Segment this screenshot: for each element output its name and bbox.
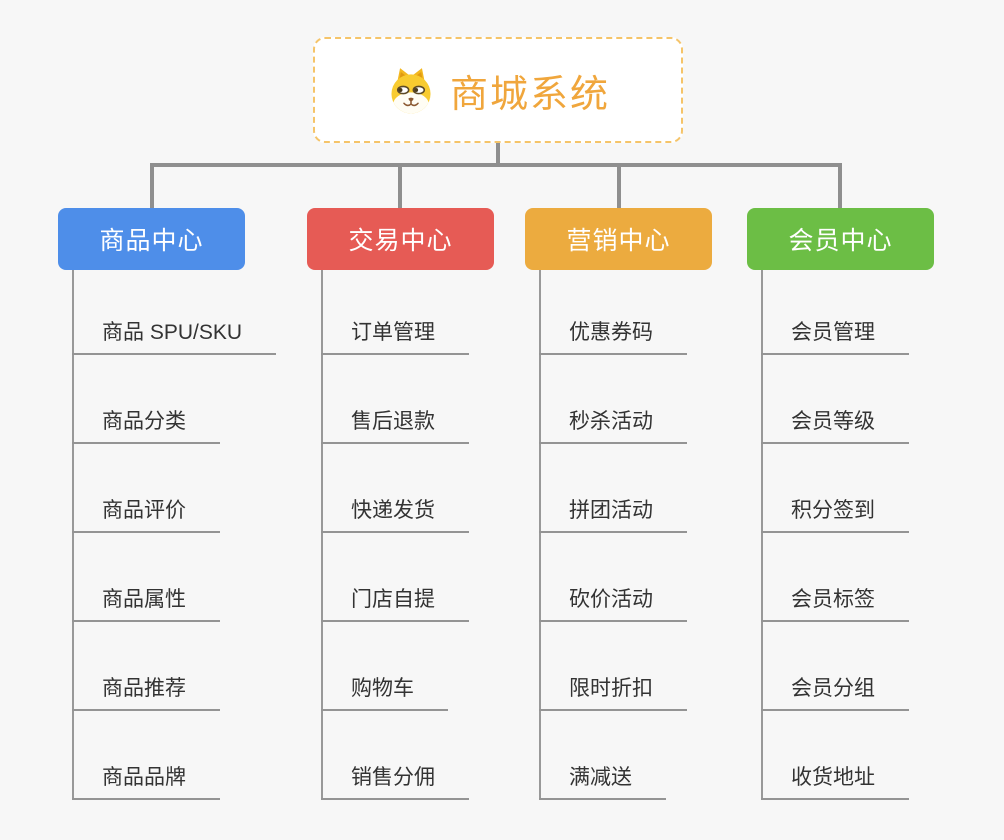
leaf-node[interactable]: 收货地址 xyxy=(761,764,909,800)
branch-stub-connector xyxy=(150,163,154,209)
leaf-node[interactable]: 商品推荐 xyxy=(72,675,220,711)
leaf-node[interactable]: 商品评价 xyxy=(72,497,220,533)
leaf-node[interactable]: 门店自提 xyxy=(321,586,469,622)
leaf-node[interactable]: 会员标签 xyxy=(761,586,909,622)
branch-vline xyxy=(539,270,541,800)
branch-vline xyxy=(761,270,763,800)
root-node[interactable]: 商城系统 xyxy=(313,37,683,143)
leaf-node[interactable]: 购物车 xyxy=(321,675,448,711)
leaf-node[interactable]: 会员管理 xyxy=(761,319,909,355)
branch-stub-connector xyxy=(398,163,402,209)
branch-node[interactable]: 商品中心 xyxy=(58,208,245,270)
root-node-title: 商城系统 xyxy=(449,73,610,116)
branch-bus-connector xyxy=(150,163,840,167)
branch-node[interactable]: 交易中心 xyxy=(307,208,494,270)
leaf-node[interactable]: 商品品牌 xyxy=(72,764,220,800)
leaf-node[interactable]: 快递发货 xyxy=(321,497,469,533)
leaf-node[interactable]: 商品属性 xyxy=(72,586,220,622)
leaf-node[interactable]: 商品 SPU/SKU xyxy=(72,319,277,355)
leaf-node[interactable]: 会员分组 xyxy=(761,675,909,711)
leaf-node[interactable]: 限时折扣 xyxy=(539,675,687,711)
root-stem-connector xyxy=(496,141,500,165)
leaf-node[interactable]: 秒杀活动 xyxy=(539,408,687,444)
leaf-node[interactable]: 满减送 xyxy=(539,764,666,800)
branch-vline xyxy=(72,270,74,800)
leaf-node[interactable]: 订单管理 xyxy=(321,319,469,355)
leaf-node[interactable]: 积分签到 xyxy=(761,497,909,533)
leaf-node[interactable]: 优惠券码 xyxy=(539,319,687,355)
leaf-node[interactable]: 拼团活动 xyxy=(539,497,687,533)
leaf-node[interactable]: 会员等级 xyxy=(761,408,909,444)
branch-node[interactable]: 会员中心 xyxy=(747,208,934,270)
branch-node[interactable]: 营销中心 xyxy=(525,208,712,270)
leaf-node[interactable]: 销售分佣 xyxy=(321,764,469,800)
branch-stub-connector xyxy=(617,163,621,209)
leaf-node[interactable]: 售后退款 xyxy=(321,408,469,444)
leaf-node[interactable]: 商品分类 xyxy=(72,408,220,444)
leaf-node[interactable]: 砍价活动 xyxy=(539,586,687,622)
branch-stub-connector xyxy=(838,163,842,209)
branch-vline xyxy=(321,270,323,800)
shiba-dog-icon xyxy=(391,68,431,114)
